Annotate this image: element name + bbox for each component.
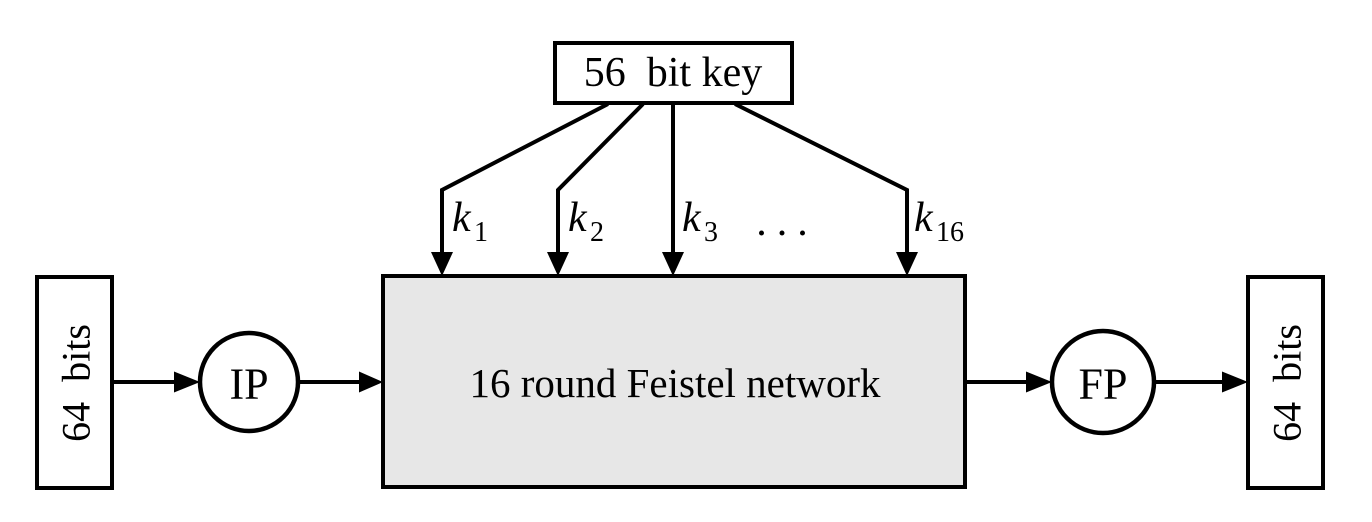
arrow-right-icon [1026, 371, 1052, 393]
arrow-down-icon [547, 252, 569, 276]
feistel-box-label: 16 round Feistel network [469, 360, 881, 406]
key-box-label: 56 bit key [584, 50, 762, 96]
round-key-sub-2: 2 [590, 217, 604, 248]
key-wire-k2 [556, 102, 645, 254]
round-key-label-k16: k [914, 195, 934, 241]
round-key-label-k1: k [452, 195, 472, 241]
arrow-right-icon [359, 371, 383, 393]
arrow-down-icon [896, 252, 918, 276]
round-key-label-k3: k [682, 195, 702, 241]
round-key-sub-3: 3 [704, 217, 718, 248]
arrow-right-icon [1222, 371, 1248, 393]
arrow-down-icon [431, 252, 453, 276]
ip-node-label: IP [229, 360, 268, 409]
round-key-label-k2: k [568, 195, 588, 241]
input-box-label: 64 bits [54, 324, 99, 442]
key-wire-k16 [734, 102, 909, 254]
key-box [553, 41, 794, 105]
feistel-box [381, 274, 967, 489]
fp-node-label: FP [1079, 360, 1128, 409]
output-box [1246, 275, 1325, 490]
arrow-right-icon [174, 371, 200, 393]
ellipsis-label: ... [756, 199, 818, 245]
key-wire-k1 [440, 102, 609, 254]
arrow-down-icon [662, 252, 684, 276]
round-key-sub-1: 1 [474, 217, 488, 248]
output-box-label: 64 bits [1265, 324, 1310, 442]
round-key-sub-16: 16 [936, 217, 964, 248]
